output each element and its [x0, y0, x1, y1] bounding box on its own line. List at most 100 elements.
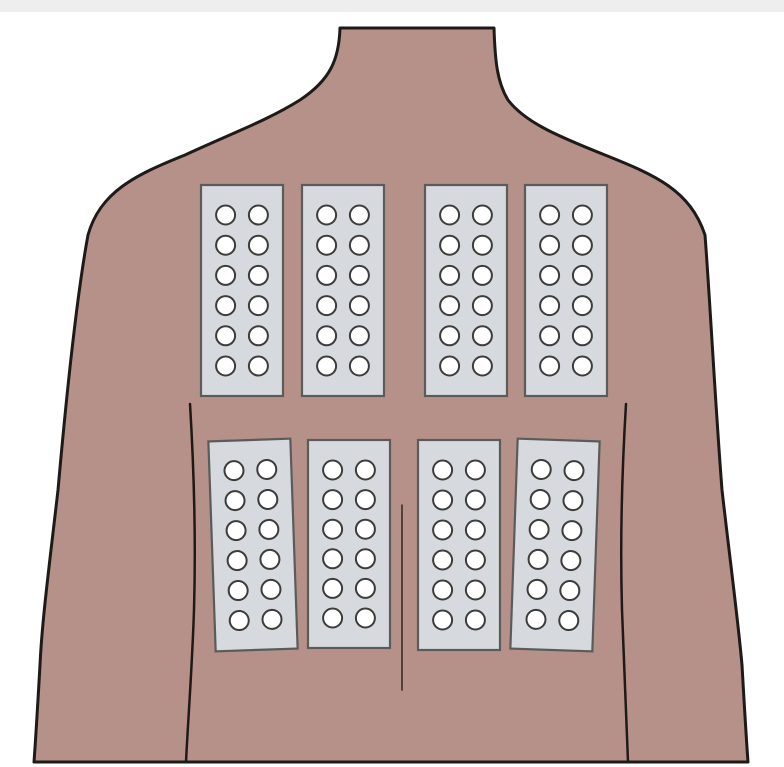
- upper-patch-4: [525, 185, 607, 396]
- chamber-well: [216, 357, 235, 376]
- chamber-well: [224, 461, 244, 481]
- chamber-well: [356, 579, 375, 598]
- chamber-well: [433, 581, 452, 600]
- chamber-well: [323, 520, 342, 539]
- chamber-well: [216, 206, 235, 225]
- chamber-well: [527, 580, 547, 600]
- chamber-well: [356, 520, 375, 539]
- chamber-well: [317, 357, 336, 376]
- chamber-well: [529, 520, 549, 540]
- chamber-well: [540, 236, 559, 255]
- chamber-well: [473, 266, 492, 285]
- patch-panel: [308, 440, 390, 648]
- chamber-well: [323, 490, 342, 509]
- lower-patch-1: [208, 439, 297, 652]
- chamber-well: [317, 236, 336, 255]
- chamber-well: [227, 551, 247, 571]
- chamber-well: [540, 296, 559, 315]
- chamber-well: [573, 236, 592, 255]
- chamber-well: [466, 461, 485, 480]
- chamber-well: [350, 206, 369, 225]
- upper-patch-1: [201, 185, 283, 396]
- chamber-well: [350, 326, 369, 345]
- chamber-well: [530, 490, 550, 510]
- chamber-well: [563, 491, 583, 511]
- chamber-well: [562, 521, 582, 541]
- chamber-well: [260, 550, 280, 570]
- patch-panel: [510, 439, 599, 652]
- chamber-well: [350, 236, 369, 255]
- chamber-well: [440, 326, 459, 345]
- chamber-well: [249, 236, 268, 255]
- torso: [34, 28, 748, 762]
- chamber-well: [531, 460, 551, 480]
- chamber-well: [433, 521, 452, 540]
- chamber-well: [573, 266, 592, 285]
- chamber-well: [356, 461, 375, 480]
- chamber-well: [440, 206, 459, 225]
- chamber-well: [561, 551, 581, 571]
- chamber-well: [356, 549, 375, 568]
- chamber-well: [440, 357, 459, 376]
- chamber-well: [249, 266, 268, 285]
- chamber-well: [257, 460, 277, 480]
- chamber-well: [473, 236, 492, 255]
- chamber-well: [540, 326, 559, 345]
- chamber-well: [249, 296, 268, 315]
- chamber-well: [216, 236, 235, 255]
- chamber-well: [466, 521, 485, 540]
- chamber-well: [356, 609, 375, 628]
- chamber-well: [249, 326, 268, 345]
- chamber-well: [323, 579, 342, 598]
- chamber-well: [559, 611, 579, 631]
- chamber-well: [433, 491, 452, 510]
- patch-panel: [201, 185, 283, 396]
- chamber-well: [259, 520, 279, 540]
- chamber-well: [323, 461, 342, 480]
- chamber-well: [262, 610, 282, 630]
- chamber-well: [440, 296, 459, 315]
- torso-silhouette: [34, 28, 748, 762]
- lower-patch-3: [418, 440, 500, 650]
- chamber-well: [473, 206, 492, 225]
- chamber-well: [526, 610, 546, 630]
- upper-patch-3: [425, 185, 507, 396]
- chamber-well: [433, 461, 452, 480]
- chamber-well: [473, 357, 492, 376]
- chamber-well: [540, 266, 559, 285]
- top-band: [0, 0, 784, 12]
- lower-patch-2: [308, 440, 390, 648]
- chamber-well: [216, 266, 235, 285]
- chamber-well: [350, 357, 369, 376]
- chamber-well: [440, 266, 459, 285]
- chamber-well: [228, 581, 248, 601]
- chamber-well: [216, 326, 235, 345]
- lower-patch-4: [510, 439, 599, 652]
- patch-panel: [302, 185, 384, 396]
- chamber-well: [564, 461, 584, 481]
- chamber-well: [540, 357, 559, 376]
- chamber-well: [573, 357, 592, 376]
- chamber-well: [229, 611, 249, 631]
- upper-patch-2: [302, 185, 384, 396]
- patch-panel: [425, 185, 507, 396]
- chamber-well: [528, 550, 548, 570]
- chamber-well: [540, 206, 559, 225]
- chamber-well: [258, 490, 278, 510]
- chamber-well: [225, 491, 245, 511]
- chamber-well: [350, 266, 369, 285]
- chamber-well: [323, 549, 342, 568]
- chamber-well: [573, 326, 592, 345]
- chamber-well: [317, 326, 336, 345]
- chamber-well: [473, 326, 492, 345]
- chamber-well: [216, 296, 235, 315]
- patch-panel: [525, 185, 607, 396]
- chamber-well: [473, 296, 492, 315]
- chamber-well: [317, 206, 336, 225]
- chamber-well: [249, 357, 268, 376]
- chamber-well: [466, 551, 485, 570]
- chamber-well: [350, 296, 369, 315]
- chamber-well: [433, 551, 452, 570]
- chamber-well: [317, 296, 336, 315]
